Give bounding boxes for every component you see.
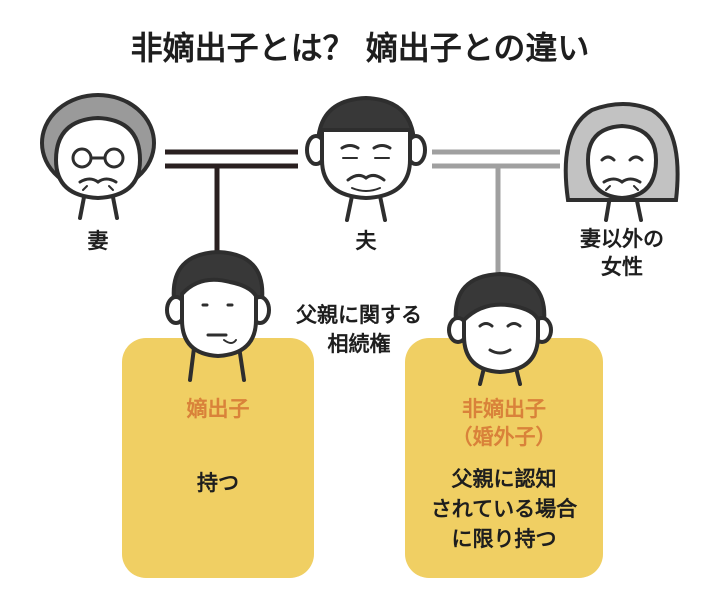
legitimate-child-icon <box>165 249 271 382</box>
illegitimate-child-icon <box>447 271 553 386</box>
extramarital-line <box>432 149 560 284</box>
other-woman-label-line2: 女性 <box>601 255 643 279</box>
wife-icon <box>40 93 156 220</box>
illegitimate-child-body-line2: されている場合 <box>430 497 578 521</box>
illegitimate-child-box <box>405 338 603 578</box>
illegitimate-child-heading: 非嫡出子 <box>462 397 546 421</box>
other-woman-label-line1: 妻以外の <box>580 227 664 251</box>
inheritance-note-line2: 相続権 <box>327 332 391 356</box>
legitimate-child-body: 持つ <box>197 471 239 495</box>
inheritance-note-line1: 父親に関する <box>296 303 422 327</box>
legitimate-child-heading: 嫡出子 <box>186 397 250 421</box>
wife-label: 妻 <box>87 229 109 253</box>
illegitimate-child-body-line1: 父親に認知 <box>451 467 557 491</box>
page-title: 非嫡出子とは？ 嫡出子との違い <box>130 29 590 67</box>
marriage-line <box>165 149 298 258</box>
illegitimate-child-body-line3: に限り持つ <box>451 527 557 551</box>
husband-icon <box>305 95 427 222</box>
other-woman-icon <box>563 102 680 222</box>
illegitimate-child-subheading: （婚外子） <box>451 425 557 449</box>
legitimate-child-box <box>122 338 314 578</box>
husband-label: 夫 <box>355 229 377 253</box>
